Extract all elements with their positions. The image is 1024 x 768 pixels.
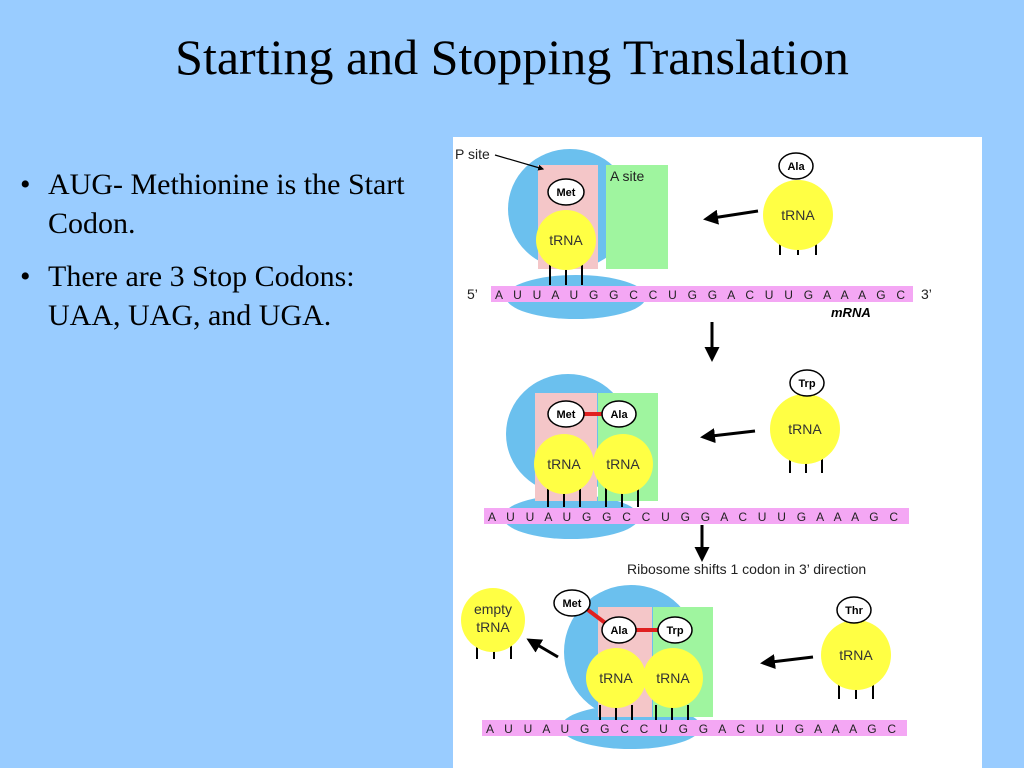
svg-text:tRNA: tRNA bbox=[781, 207, 815, 223]
svg-text:Met: Met bbox=[557, 409, 576, 421]
stage-3: tRNA tRNA Met Ala Trp empty tRNA bbox=[461, 585, 907, 749]
trna-empty-exiting: empty tRNA bbox=[461, 588, 525, 659]
a-site-box bbox=[606, 165, 668, 269]
mrna-strand-1 bbox=[491, 286, 913, 302]
trna-thr-incoming: tRNA Thr bbox=[821, 596, 891, 699]
svg-text:tRNA: tRNA bbox=[606, 456, 640, 472]
trna-trp-incoming: tRNA Trp bbox=[770, 369, 840, 473]
mrna-strand-3 bbox=[482, 720, 907, 736]
svg-text:Ala: Ala bbox=[787, 161, 805, 173]
svg-text:tRNA: tRNA bbox=[476, 619, 510, 635]
stage-2: tRNA tRNA Met Ala tRNA Trp A U U A U G G… bbox=[484, 369, 909, 539]
three-prime-label: 3’ bbox=[921, 286, 932, 302]
svg-text:tRNA: tRNA bbox=[788, 421, 822, 437]
trna-ala-a-site: tRNA bbox=[593, 434, 653, 507]
mrna-sequence-1: A U U A U G G C C U G G A C U U G A A A … bbox=[495, 288, 905, 302]
a-site-label: A site bbox=[610, 168, 644, 184]
svg-text:empty: empty bbox=[474, 601, 512, 617]
svg-text:Met: Met bbox=[557, 187, 576, 199]
stage-1: A site P site tRNA Met tRNA Ala 5’ A U U… bbox=[455, 146, 932, 320]
bullet-list: AUG- Methionine is the Start Codon. Ther… bbox=[18, 165, 418, 349]
five-prime-label: 5’ bbox=[467, 286, 478, 302]
svg-text:Trp: Trp bbox=[798, 378, 815, 390]
svg-text:Ala: Ala bbox=[610, 625, 628, 637]
trna-met-p-site: tRNA Met bbox=[536, 178, 596, 285]
svg-text:Ala: Ala bbox=[610, 409, 628, 421]
trna-ala-p-site: tRNA bbox=[586, 648, 646, 727]
svg-text:tRNA: tRNA bbox=[839, 647, 873, 663]
slide-title: Starting and Stopping Translation bbox=[175, 29, 849, 85]
trna-met-p-site: tRNA bbox=[534, 434, 594, 507]
translation-diagram: A site P site tRNA Met tRNA Ala 5’ A U U… bbox=[453, 137, 982, 768]
shift-caption: Ribosome shifts 1 codon in 3’ direction bbox=[627, 561, 866, 577]
mrna-strand-2 bbox=[484, 508, 909, 524]
svg-text:Trp: Trp bbox=[666, 625, 683, 637]
mrna-sequence-2: A U U A U G G C C U G G A C U U G A A A … bbox=[488, 510, 898, 524]
svg-text:tRNA: tRNA bbox=[656, 670, 690, 686]
bullet-stop-codons: There are 3 Stop Codons: UAA, UAG, and U… bbox=[18, 257, 418, 335]
svg-text:Thr: Thr bbox=[845, 605, 863, 617]
svg-text:tRNA: tRNA bbox=[599, 670, 633, 686]
bullet-start-codon: AUG- Methionine is the Start Codon. bbox=[18, 165, 418, 243]
svg-text:tRNA: tRNA bbox=[547, 456, 581, 472]
mrna-label: mRNA bbox=[831, 305, 871, 320]
trna-ala-incoming: tRNA Ala bbox=[763, 152, 833, 255]
svg-text:Met: Met bbox=[563, 598, 582, 610]
svg-text:tRNA: tRNA bbox=[549, 232, 583, 248]
p-site-label: P site bbox=[455, 146, 490, 162]
mrna-sequence-3: A U U A U G G C C U G G A C U U G A A A … bbox=[486, 722, 896, 736]
